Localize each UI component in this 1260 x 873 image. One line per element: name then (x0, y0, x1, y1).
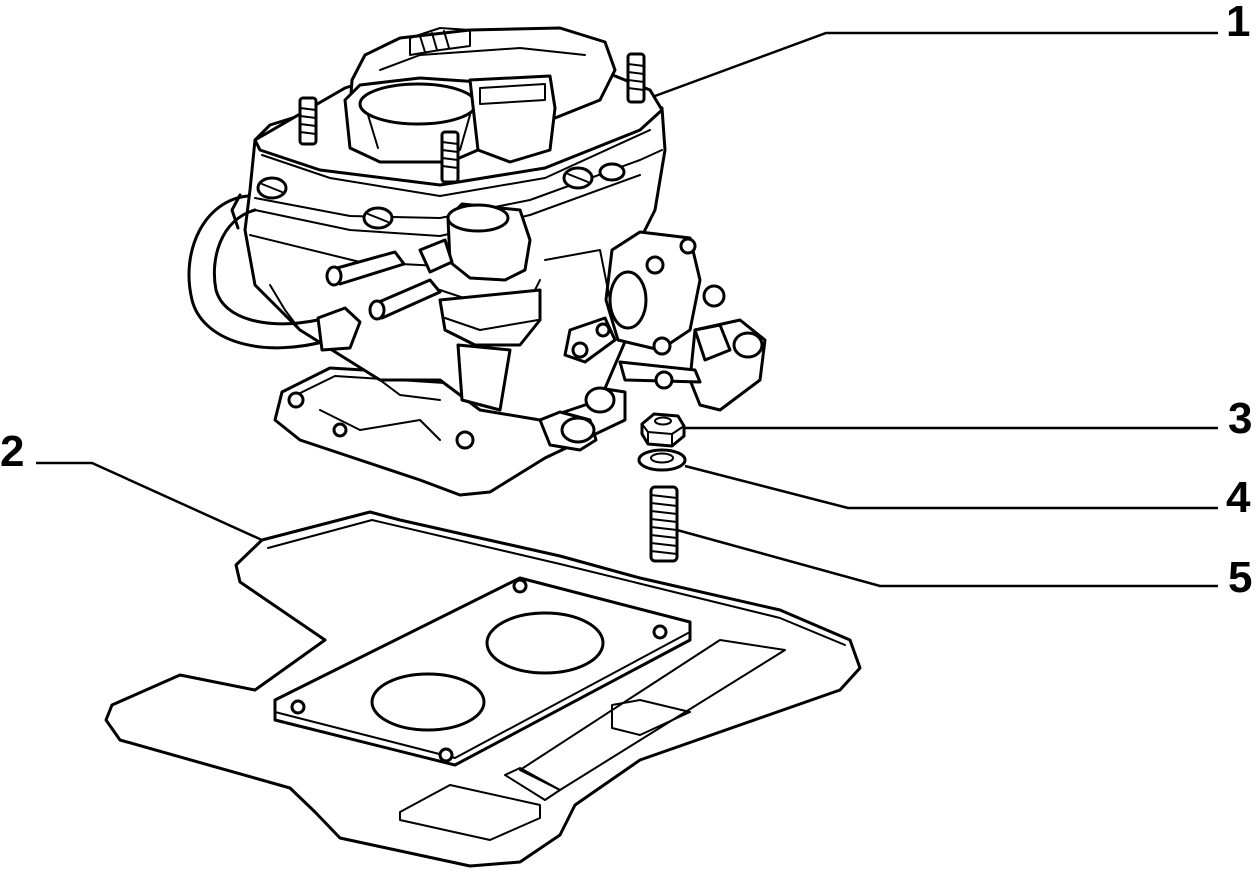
leader-4 (684, 464, 1218, 510)
leader-5 (676, 528, 1218, 588)
washer (637, 448, 687, 472)
gasket-plate (104, 510, 862, 868)
carburetor (187, 26, 767, 497)
callout-3: 3 (1228, 394, 1252, 443)
nut (640, 412, 686, 448)
callout-labels: 1 2 3 4 5 (0, 0, 1252, 602)
callout-2: 2 (0, 427, 24, 476)
leader-2 (36, 461, 263, 542)
callout-1: 1 (1226, 0, 1250, 46)
leader-lines (36, 31, 1218, 588)
callout-5: 5 (1228, 553, 1252, 602)
leader-1 (654, 31, 1218, 98)
callout-4: 4 (1226, 473, 1251, 522)
stud (649, 485, 679, 563)
